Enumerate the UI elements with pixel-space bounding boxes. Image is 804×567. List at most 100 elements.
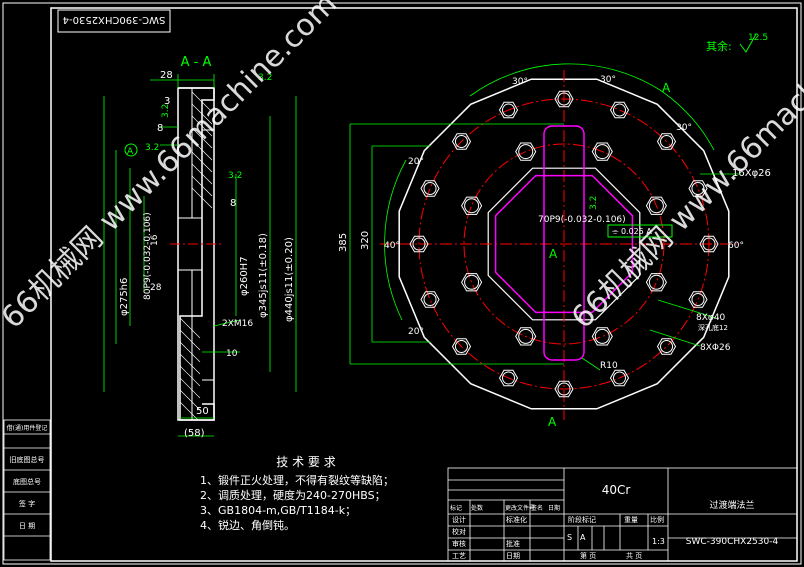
bolt-hole-hex	[451, 133, 472, 150]
title-stamp: SWC-390CHX2530-4	[63, 14, 166, 25]
bolt-hole-outer	[612, 371, 626, 385]
side-1: 借(通)用件登记	[7, 424, 48, 432]
angle-60: 60°	[728, 241, 744, 251]
tolerance: ⌯ 0.025 A	[612, 227, 652, 236]
bolt-hole-outer-hex	[688, 180, 708, 197]
bolt-hole	[454, 134, 468, 148]
bolt-hole-outer-hex	[420, 291, 440, 308]
bolt-hole	[557, 382, 571, 396]
std-label: 标准化	[506, 515, 527, 524]
bolt-hole-hex	[591, 142, 613, 161]
angle-40: 40°	[384, 241, 400, 251]
bolt-hole	[660, 340, 674, 354]
bolt-hole-hex	[645, 273, 667, 292]
angle-20b: 20°	[408, 327, 424, 337]
bolt-hole	[518, 328, 534, 344]
bolt-hole	[464, 274, 480, 290]
dim-3: 3	[164, 96, 170, 107]
bolt-hole	[557, 92, 571, 106]
dim-8a: 8	[157, 123, 163, 134]
bolt-hole-outer-hex	[609, 369, 630, 387]
bolt-hole-hex	[515, 142, 537, 161]
bolt-hole	[702, 237, 716, 251]
drawing-number: SWC-390CHX2530-4	[686, 537, 779, 547]
sheets-label: 共 页	[626, 551, 642, 560]
bolt-hole-outer	[502, 103, 516, 117]
hdr-mark: 标记	[450, 504, 462, 512]
bolt-hole-outer	[423, 292, 437, 306]
roughness-c: 3.2	[228, 171, 242, 181]
bolt-hole-hex	[554, 90, 574, 108]
roughness-d: 3.2	[161, 104, 171, 118]
hdr-sign: 签名	[531, 504, 543, 512]
datum-a: A	[127, 147, 134, 157]
side-block	[3, 419, 51, 561]
bolt-hole	[454, 340, 468, 354]
bolt-hole	[660, 134, 674, 148]
dim-dia440: φ440js11(±0.20)	[284, 237, 295, 322]
hdr-date: 日期	[548, 504, 560, 512]
dim-dia80: 80P9(-0.032-0.106)	[143, 212, 153, 300]
dim-dia260: φ260H7	[239, 256, 250, 296]
side-2: 旧底图总号	[10, 455, 45, 464]
angle-20a: 20°	[408, 157, 424, 167]
bolt-hole-outer-hex	[420, 180, 440, 197]
bolt-hole-outer	[502, 371, 516, 385]
bolt-hole-hex	[591, 327, 613, 346]
side-3: 底图总号	[13, 477, 41, 486]
dim-dia345: φ345js11(±0.18)	[258, 233, 269, 318]
bolt-hole-hex	[461, 196, 483, 215]
dim-8b: 8	[230, 198, 236, 209]
holes-8x26: 8XΦ26	[700, 343, 731, 353]
role-review: 审核	[452, 539, 466, 548]
sheet-label: 第 页	[580, 551, 596, 560]
bolt-hole	[412, 237, 426, 251]
roughness-b: 3.2	[258, 73, 272, 83]
date-label: 日期	[506, 552, 520, 560]
note-1: 1、锻件正火处理，不得有裂纹等缺陷；	[200, 473, 394, 487]
approve-label: 批准	[506, 539, 520, 548]
bolt-hole-outer	[691, 292, 705, 306]
holes-8x40: 8Xφ40	[696, 313, 726, 323]
role-check: 校对	[452, 527, 466, 536]
roughness-key: 3.2	[589, 196, 599, 210]
angle-30b: 30°	[600, 75, 616, 85]
stage-a: A	[580, 533, 586, 542]
bolt-hole-outer	[423, 182, 437, 196]
holes-8x40-note: 深孔底12	[698, 323, 728, 332]
scale-label: 比例	[650, 515, 664, 524]
surface-note-label: 其余:	[706, 39, 732, 53]
bolt-hole-outer-hex	[498, 101, 519, 119]
bolt-hole-hex	[554, 380, 574, 398]
angle-30c: 30°	[676, 123, 692, 133]
bolt-hole	[594, 144, 610, 160]
role-design: 设计	[452, 515, 466, 524]
bolt-hole-hex	[645, 196, 667, 215]
holes-16x26: 16Xφ26	[732, 168, 771, 179]
section-view	[170, 87, 224, 421]
note-4: 4、锐边、角倒钝。	[200, 518, 295, 532]
plan-view	[380, 70, 740, 420]
title-block	[447, 467, 798, 562]
bolt-hole	[464, 198, 480, 214]
radius-10: R10	[600, 361, 618, 371]
tolerance-frame	[607, 224, 673, 238]
note-2: 2、调质处理，硬度为240-270HBS；	[200, 488, 386, 502]
bolt-hole-hex	[409, 235, 429, 253]
side-4: 签 字	[19, 499, 35, 508]
weight-label: 重量	[624, 516, 638, 524]
section-title: A - A	[181, 55, 212, 70]
bolt-hole-hex	[699, 235, 719, 253]
dim-28: 28	[160, 70, 173, 81]
dim-58: (58)	[184, 428, 205, 439]
section-mark-bottom: A	[548, 415, 557, 429]
bolt-hole-outer-hex	[609, 101, 630, 119]
datum-a-symbol-icon	[124, 143, 138, 157]
bolt-hole-hex	[656, 133, 677, 150]
side-5: 日 期	[19, 522, 35, 530]
material: 40Cr	[602, 483, 631, 497]
dim-28h: 28	[150, 283, 162, 293]
bolt-hole-outer	[691, 182, 705, 196]
drawing-frame	[50, 7, 798, 562]
